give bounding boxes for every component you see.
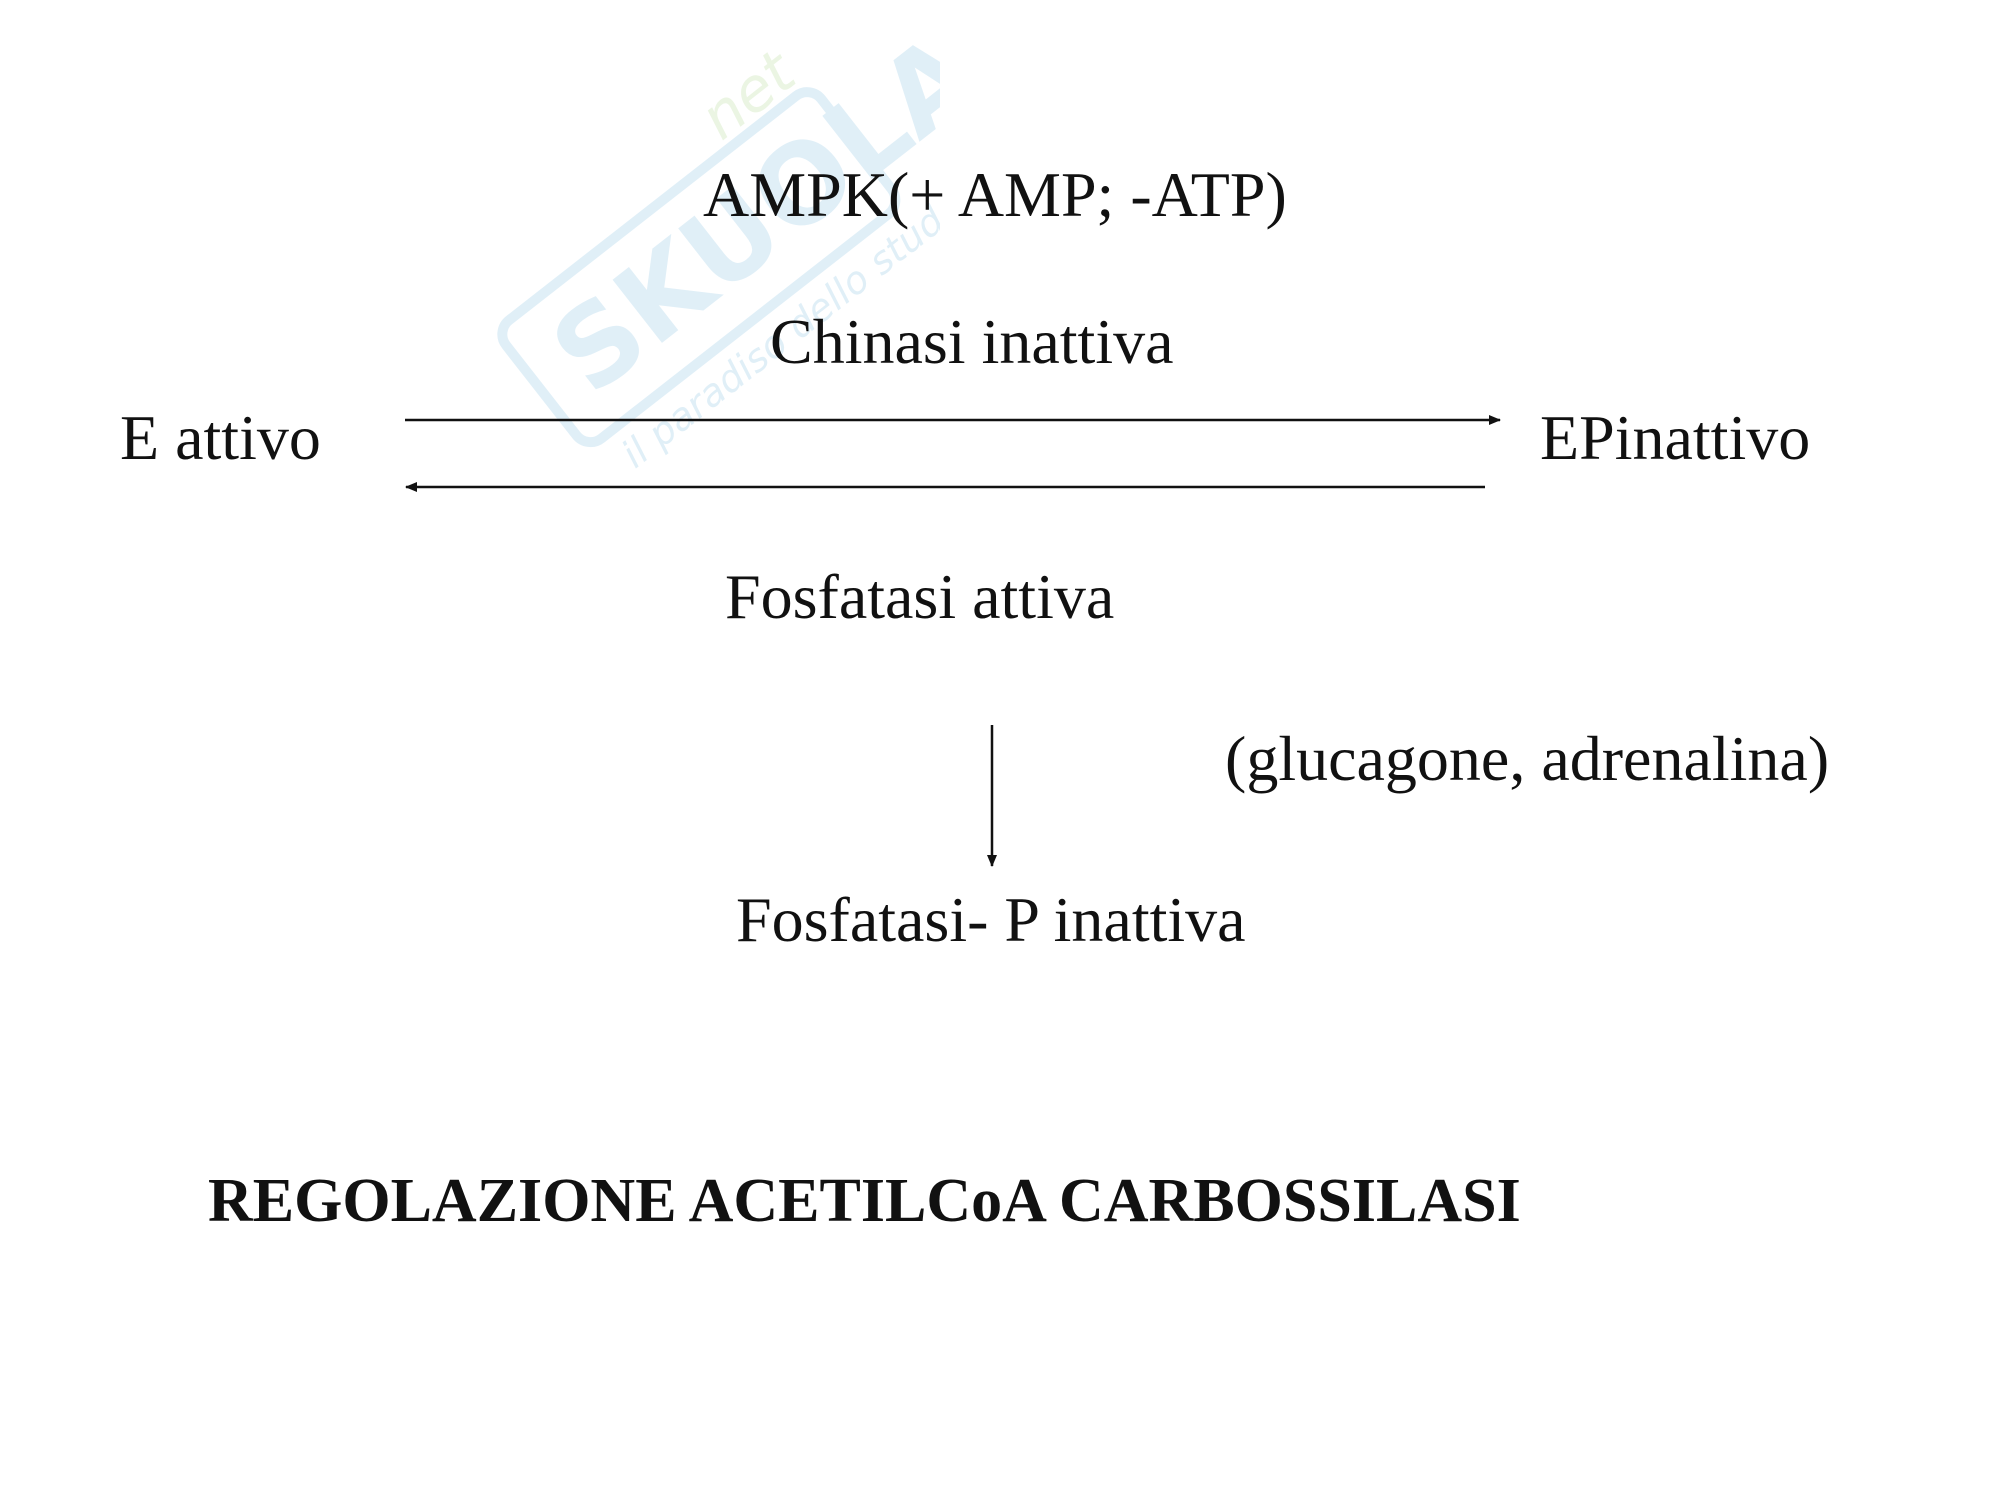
kinase-state-label: Chinasi inattiva <box>770 306 1174 377</box>
left-node-label: E attivo <box>120 402 321 473</box>
phosphatase-inactive-label: Fosfatasi- P inattiva <box>736 884 1246 955</box>
phosphatase-active-label: Fosfatasi attiva <box>725 561 1115 632</box>
right-node-label: EPinattivo <box>1540 402 1811 473</box>
watermark-logo: SKUOLA net il paradiso dello studente <box>497 40 940 477</box>
regulator-label: AMPK(+ AMP; -ATP) <box>703 159 1287 230</box>
slide-title: REGOLAZIONE ACETILCoA CARBOSSILASI <box>208 1167 1521 1235</box>
watermark-badge <box>497 87 901 448</box>
hormones-label: (glucagone, adrenalina) <box>1225 723 1830 794</box>
